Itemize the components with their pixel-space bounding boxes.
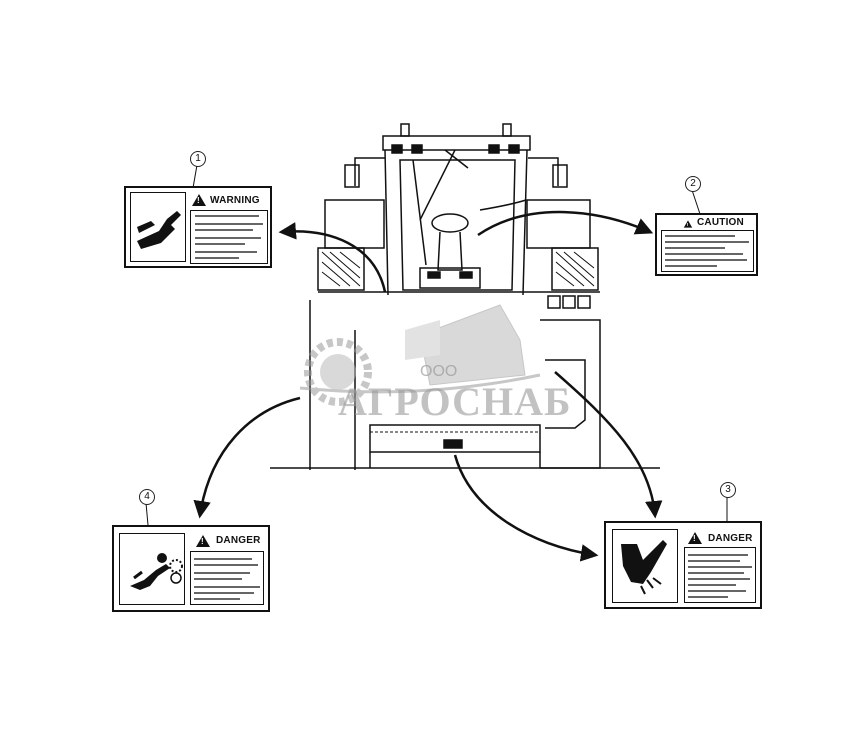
hand-crush-pictogram	[612, 529, 678, 603]
danger-label-right: DANGER	[604, 521, 762, 609]
caution-triangle-icon	[683, 220, 693, 228]
callout-2: 2	[685, 176, 701, 192]
danger-header-right: DANGER	[708, 533, 753, 544]
danger-triangle-icon-right	[688, 532, 702, 544]
watermark-prefix: ООО	[420, 363, 458, 380]
arrow-2	[477, 210, 654, 237]
danger-text-block-right	[684, 547, 756, 603]
arrow-4	[193, 396, 301, 519]
danger-header-left: DANGER	[216, 535, 261, 546]
danger-triangle-icon-left	[196, 535, 210, 547]
warning-label: WARNING	[124, 186, 272, 268]
callout-1: 1	[190, 151, 206, 167]
watermark-graphic	[299, 304, 541, 406]
arrow-1	[278, 222, 387, 293]
warning-triangle-icon	[192, 194, 206, 206]
danger-label-left: DANGER	[112, 525, 270, 612]
person-entanglement-pictogram	[119, 533, 185, 605]
person-entanglement-icon	[130, 553, 183, 590]
warning-header: WARNING	[210, 195, 260, 206]
caution-label: CAUTION	[655, 213, 758, 276]
hand-entanglement-icon	[137, 211, 181, 249]
caution-header: CAUTION	[697, 217, 744, 228]
callout-4: 4	[139, 489, 155, 505]
arrow-5	[453, 454, 599, 562]
watermark-company: АГРОСНАБ	[338, 379, 572, 424]
arrow-3	[554, 371, 663, 519]
hand-entanglement-pictogram	[130, 192, 186, 262]
caution-text-block	[661, 230, 754, 272]
callout-3: 3	[720, 482, 736, 498]
hand-crush-icon	[621, 540, 667, 595]
warning-text-block	[190, 210, 268, 264]
danger-text-block-left	[190, 551, 264, 605]
gear-icon	[169, 559, 183, 584]
